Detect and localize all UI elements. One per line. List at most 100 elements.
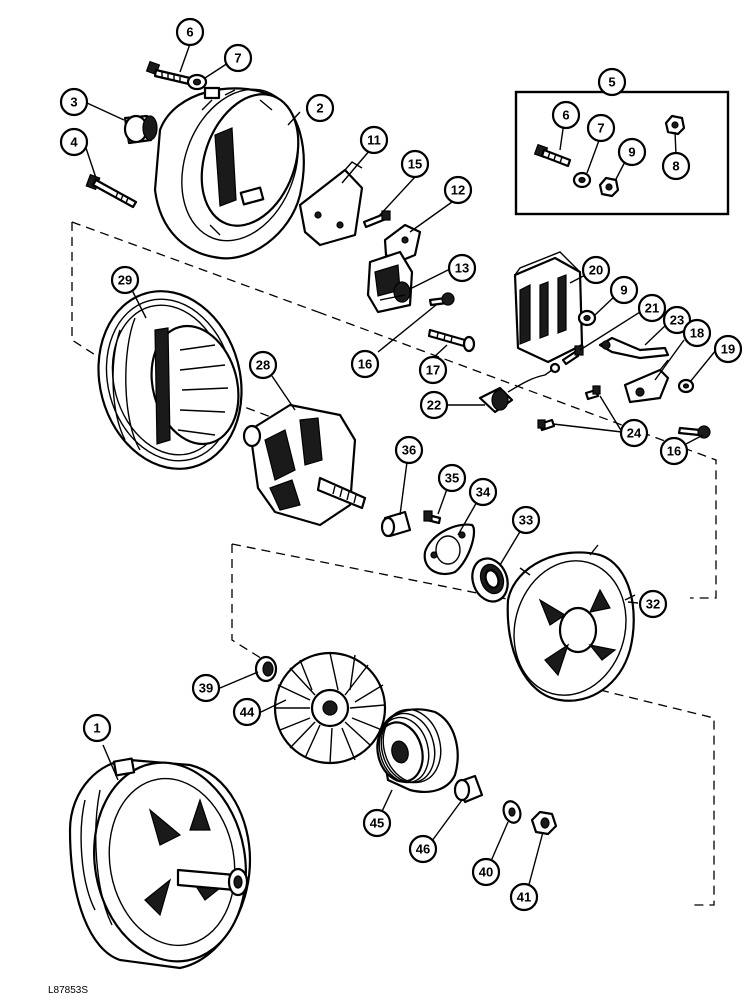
callout-1-bubble: 1: [82, 713, 112, 743]
svg-text:24: 24: [627, 426, 642, 441]
bearing-part: [471, 557, 509, 603]
svg-text:16: 16: [667, 444, 681, 459]
svg-text:6: 6: [186, 25, 193, 40]
callout-35-bubble: 35: [437, 463, 467, 493]
screw-part: [362, 210, 391, 229]
callout-8-bubble: 8: [661, 151, 691, 181]
screw-part: [677, 425, 711, 439]
svg-text:20: 20: [589, 263, 603, 278]
callout-6-bubble: 6: [551, 100, 581, 130]
callout-20-bubble: 20: [581, 255, 611, 285]
washer-part: [502, 800, 522, 824]
screw-part: [145, 60, 192, 86]
bolt-part: [85, 173, 138, 209]
kit-box: [514, 90, 730, 216]
kit-nut-part: [598, 176, 620, 198]
svg-text:33: 33: [519, 513, 533, 528]
callout-40-bubble: 40: [471, 857, 501, 887]
rectifier-part: [513, 251, 584, 364]
nut-part: [677, 378, 695, 394]
svg-text:22: 22: [427, 398, 441, 413]
callout-29-bubble: 29: [110, 265, 140, 295]
retainer-plate-part: [423, 523, 476, 576]
callout-19-bubble: 19: [713, 334, 743, 364]
callout-12-bubble: 12: [443, 175, 473, 205]
svg-text:19: 19: [721, 342, 735, 357]
nut-part: [530, 810, 558, 836]
bracket-part: [298, 161, 364, 247]
regulator-part: [366, 250, 414, 314]
svg-text:17: 17: [426, 363, 440, 378]
callout-44-bubble: 44: [232, 697, 262, 727]
screw-part: [423, 510, 442, 525]
callout-18-bubble: 18: [682, 318, 712, 348]
svg-text:16: 16: [358, 357, 372, 372]
stator-part: [97, 290, 243, 470]
callout-4-bubble: 4: [59, 127, 89, 157]
fan-part: [273, 651, 387, 765]
callout-3-bubble: 3: [59, 87, 89, 117]
callout-16-bubble: 16: [350, 349, 380, 379]
terminal-part: [623, 359, 670, 404]
callout-16-bubble: 16: [659, 436, 689, 466]
svg-text:29: 29: [118, 273, 132, 288]
kit-nut-part: [664, 114, 686, 136]
callout-41-bubble: 41: [509, 882, 539, 912]
svg-text:46: 46: [416, 842, 430, 857]
svg-text:9: 9: [628, 145, 635, 160]
capacitor-part: [478, 362, 561, 414]
callout-9-bubble: 9: [617, 137, 647, 167]
svg-text:28: 28: [256, 358, 270, 373]
callout-17-bubble: 17: [418, 355, 448, 385]
screw-part: [537, 385, 601, 432]
svg-text:36: 36: [402, 443, 416, 458]
parts-artwork: [68, 60, 711, 970]
callout-24-bubble: 24: [619, 418, 649, 448]
svg-text:18: 18: [690, 326, 704, 341]
svg-text:7: 7: [234, 51, 241, 66]
svg-text:1: 1: [93, 721, 100, 736]
callout-39-bubble: 39: [191, 673, 221, 703]
callout-13-bubble: 13: [447, 253, 477, 283]
callout-6-bubble: 6: [175, 17, 205, 47]
kit-nut-part: [572, 171, 592, 189]
callout-34-bubble: 34: [468, 477, 498, 507]
screw-part: [428, 292, 455, 307]
spacer-part: [123, 114, 158, 145]
svg-text:41: 41: [517, 890, 531, 905]
svg-text:44: 44: [240, 705, 255, 720]
lead-part: [598, 336, 670, 360]
svg-text:9: 9: [620, 283, 627, 298]
callout-32-bubble: 32: [638, 589, 668, 619]
svg-text:2: 2: [316, 101, 323, 116]
callout-33-bubble: 33: [511, 505, 541, 535]
callout-9-bubble: 9: [609, 275, 639, 305]
rotor-part: [242, 403, 367, 527]
callout-22-bubble: 22: [419, 390, 449, 420]
svg-text:7: 7: [597, 121, 604, 136]
sleeve-part: [380, 510, 412, 538]
svg-text:5: 5: [608, 75, 615, 90]
nut-part: [577, 309, 597, 327]
svg-text:6: 6: [562, 108, 569, 123]
callout-2-bubble: 2: [305, 93, 335, 123]
callout-11-bubble: 11: [359, 125, 389, 155]
callout-23-bubble: 23: [662, 305, 692, 335]
pulley-part: [376, 708, 459, 793]
callout-36-bubble: 36: [394, 435, 424, 465]
callout-21-bubble: 21: [637, 293, 667, 323]
svg-text:45: 45: [370, 816, 384, 831]
spacer-part: [254, 655, 278, 683]
brush-plate-part: [383, 223, 422, 264]
callout-15-bubble: 15: [400, 149, 430, 179]
alternator-assembly-part: [68, 757, 252, 970]
svg-text:8: 8: [672, 159, 679, 174]
svg-text:34: 34: [476, 485, 491, 500]
svg-text:39: 39: [199, 681, 213, 696]
kit-screw-part: [533, 143, 572, 168]
callout-46-bubble: 46: [408, 834, 438, 864]
callout-7-bubble: 7: [223, 43, 253, 73]
figure-code: L87853S: [48, 985, 88, 996]
callout-5-bubble: 5: [597, 67, 627, 97]
